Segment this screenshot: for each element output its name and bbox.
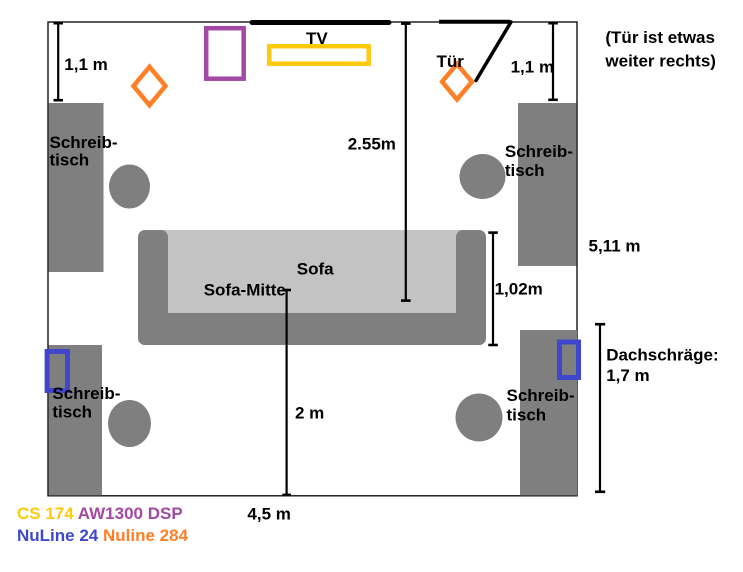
svg-text:Tür: Tür <box>437 52 465 71</box>
svg-text:Schreib-: Schreib- <box>507 386 575 405</box>
svg-text:Sofa: Sofa <box>297 260 334 279</box>
svg-text:Schreib-: Schreib- <box>50 133 118 152</box>
svg-text:4,5 m: 4,5 m <box>247 504 290 523</box>
svg-text:2.55m: 2.55m <box>348 135 396 154</box>
svg-text:Dachschräge:: Dachschräge: <box>606 346 718 365</box>
svg-text:tisch: tisch <box>507 405 547 424</box>
svg-text:tisch: tisch <box>50 150 90 169</box>
svg-text:1,7 m: 1,7 m <box>606 366 649 385</box>
svg-text:Sofa-Mitte: Sofa-Mitte <box>204 281 286 300</box>
svg-text:CS 174 AW1300 DSP: CS 174 AW1300 DSP <box>17 504 183 523</box>
svg-text:weiter rechts): weiter rechts) <box>604 52 716 71</box>
svg-text:(Tür ist etwas: (Tür ist etwas <box>605 28 715 47</box>
svg-text:Schreib-: Schreib- <box>505 142 573 161</box>
svg-text:1,02m: 1,02m <box>495 280 543 299</box>
svg-text:1,1 m: 1,1 m <box>511 58 554 77</box>
svg-text:TV: TV <box>306 29 328 48</box>
svg-text:1,1 m: 1,1 m <box>64 55 107 74</box>
svg-text:tisch: tisch <box>52 402 92 421</box>
svg-text:Schreib-: Schreib- <box>52 384 120 403</box>
svg-text:5,11 m: 5,11 m <box>589 237 641 256</box>
svg-text:2 m: 2 m <box>295 403 324 422</box>
svg-text:NuLine 24 Nuline 284: NuLine 24 Nuline 284 <box>17 526 189 545</box>
svg-text:tisch: tisch <box>505 161 545 180</box>
